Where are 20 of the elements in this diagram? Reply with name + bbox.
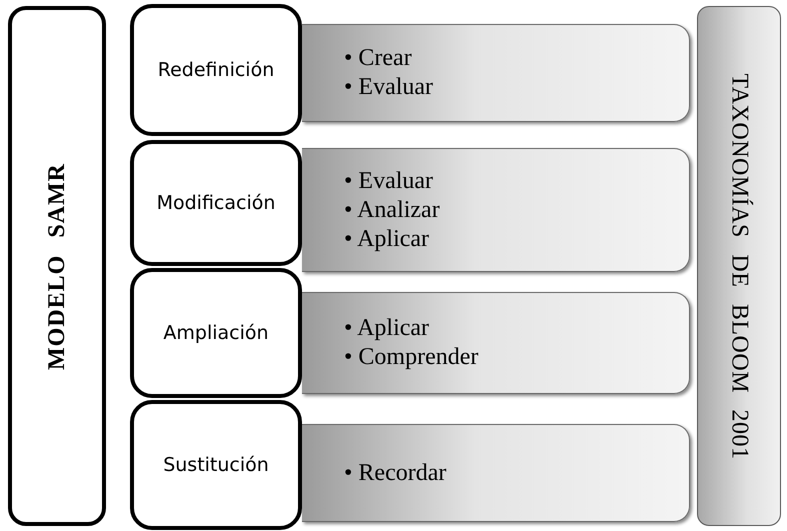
side-panel bbox=[697, 6, 781, 526]
stage-box: Ampliación bbox=[130, 268, 302, 398]
vertical-title: TAXONOMÍAS DE BLOOM 2001 bbox=[726, 72, 752, 460]
list-item: • Aplicar bbox=[344, 314, 430, 343]
list-item: • Comprender bbox=[344, 343, 478, 372]
list-panel bbox=[302, 424, 690, 522]
list-panel bbox=[302, 148, 690, 272]
list-item: • Analizar bbox=[344, 196, 440, 224]
list-item: • Evaluar bbox=[344, 166, 434, 196]
stage-box: Modificación bbox=[130, 140, 302, 266]
list-item: • Recordar bbox=[344, 458, 446, 488]
vertical-title: MODELO SAMR bbox=[44, 162, 70, 370]
list-panel bbox=[302, 24, 690, 122]
list-item: • Crear bbox=[344, 44, 413, 73]
stage-box: Sustitución bbox=[130, 400, 302, 530]
side-panel bbox=[8, 6, 106, 526]
list-panel bbox=[302, 292, 690, 394]
stage-box: Redefinición bbox=[130, 4, 302, 136]
list-item: • Evaluar bbox=[344, 73, 434, 102]
list-item: • Aplicar bbox=[344, 224, 430, 254]
